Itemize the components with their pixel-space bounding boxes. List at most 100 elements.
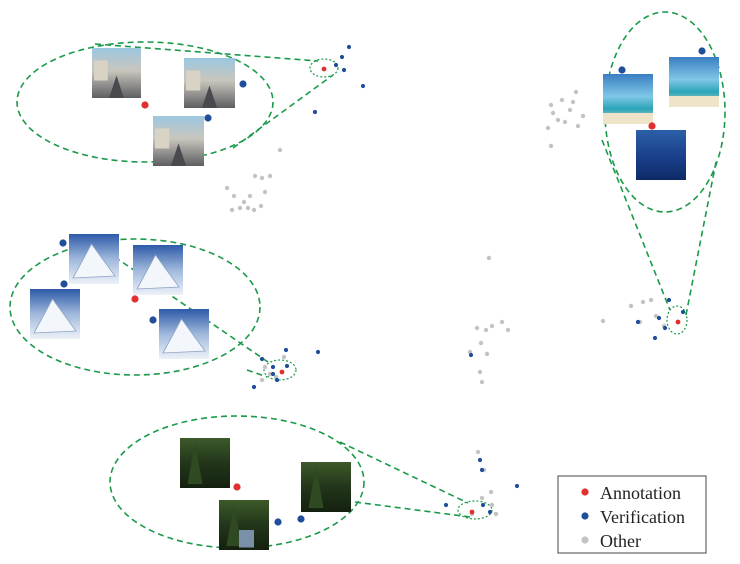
other-point-51 (488, 489, 494, 495)
other-point-14 (231, 193, 237, 199)
zoom-connector-2-1 (246, 369, 268, 378)
zoom-links (89, 43, 717, 518)
callout-verification-point-5 (60, 280, 68, 288)
snowy-mountain-thumbnail (30, 289, 80, 339)
other-point-37 (600, 318, 606, 324)
other-point-46 (259, 377, 265, 383)
ocean-scene-thumbnail (636, 130, 686, 180)
other-point-39 (640, 299, 646, 305)
cluster-ellipse-3 (457, 500, 493, 520)
callout-verification-point-0 (239, 80, 247, 88)
legend-annotation-label: Annotation (600, 483, 681, 503)
other-point-2 (573, 89, 579, 95)
ocean-scene-image (636, 130, 686, 180)
other-point-20 (262, 189, 268, 195)
zoom-connector-1-0 (601, 139, 671, 311)
verification-point-11 (652, 335, 658, 341)
verification-point-1 (339, 54, 345, 60)
other-point-52 (479, 495, 485, 501)
verification-point-12 (259, 356, 265, 362)
other-point-24 (247, 193, 253, 199)
scatter-points (224, 44, 686, 517)
other-point-49 (475, 449, 481, 455)
other-point-23 (267, 173, 273, 179)
building-shape (186, 70, 201, 91)
cluster-ellipse-1 (666, 305, 688, 335)
other-point-42 (653, 313, 659, 319)
verification-point-26 (468, 352, 474, 358)
verification-point-22 (514, 483, 520, 489)
other-point-40 (648, 297, 654, 303)
other-point-3 (567, 107, 573, 113)
snowy-mountain-thumbnail (159, 309, 209, 359)
other-point-5 (575, 123, 581, 129)
callout-verification-point-8 (297, 515, 305, 523)
verification-point-9 (680, 309, 686, 315)
other-point-35 (479, 379, 485, 385)
verification-point-6 (666, 297, 672, 303)
legend-verification-label: Verification (600, 507, 685, 527)
cluster-ellipse-2 (263, 359, 297, 381)
beach-scene-thumbnail (669, 57, 719, 107)
callout-annotation-point-2 (131, 295, 139, 303)
other-point-15 (237, 205, 243, 211)
mountain-peak-shape (33, 298, 77, 334)
other-point-9 (548, 143, 554, 149)
other-point-18 (251, 207, 257, 213)
verification-point-25 (443, 502, 449, 508)
cluster-ellipse-0 (309, 58, 339, 78)
callout-verification-point-7 (274, 518, 282, 526)
other-point-34 (477, 369, 483, 375)
verification-point-8 (662, 325, 668, 331)
other-point-17 (245, 205, 251, 211)
zoom-connector-2-0 (89, 239, 269, 363)
verification-point-3 (341, 67, 347, 73)
other-point-25 (241, 199, 247, 205)
other-point-30 (499, 319, 505, 325)
zoom-connector-3-1 (354, 501, 471, 518)
other-point-33 (484, 351, 490, 357)
other-point-48 (281, 354, 287, 360)
mountain-peak-shape (162, 318, 206, 354)
road-shape (109, 75, 124, 98)
verification-point-20 (477, 457, 483, 463)
other-point-7 (545, 125, 551, 131)
other-point-12 (277, 147, 283, 153)
other-point-8 (562, 119, 568, 125)
verification-point-23 (480, 502, 486, 508)
other-point-1 (559, 97, 565, 103)
other-point-6 (555, 117, 561, 123)
other-point-19 (258, 203, 264, 209)
snowy-mountain-thumbnail (69, 234, 119, 284)
other-point-27 (474, 325, 480, 331)
verification-point-15 (284, 363, 290, 369)
street-scene-thumbnail (92, 48, 141, 98)
path-shape (239, 530, 254, 548)
annotation-point-3 (469, 509, 475, 515)
other-point-16 (229, 207, 235, 213)
callout-verification-point-2 (618, 66, 626, 74)
other-point-29 (489, 323, 495, 329)
other-point-32 (478, 340, 484, 346)
other-point-53 (489, 502, 495, 508)
other-point-44 (262, 364, 268, 370)
annotation-point-1 (675, 319, 681, 325)
other-point-31 (505, 327, 511, 333)
mountain-peak-shape (136, 254, 180, 290)
callout-verification-point-6 (149, 316, 157, 324)
zoom-connector-3-0 (339, 441, 469, 504)
verification-point-13 (270, 364, 276, 370)
other-point-28 (483, 327, 489, 333)
sand-shape (603, 113, 653, 124)
legend-other-swatch (581, 536, 589, 544)
other-point-22 (259, 175, 265, 181)
verification-point-21 (479, 467, 485, 473)
callout-verification-point-4 (59, 239, 67, 247)
forest-scene-image (301, 462, 351, 512)
other-point-26 (486, 255, 492, 261)
beach-scene-thumbnail (603, 74, 653, 124)
annotation-point-2 (279, 369, 285, 375)
other-point-11 (550, 110, 556, 116)
verification-point-7 (656, 315, 662, 321)
